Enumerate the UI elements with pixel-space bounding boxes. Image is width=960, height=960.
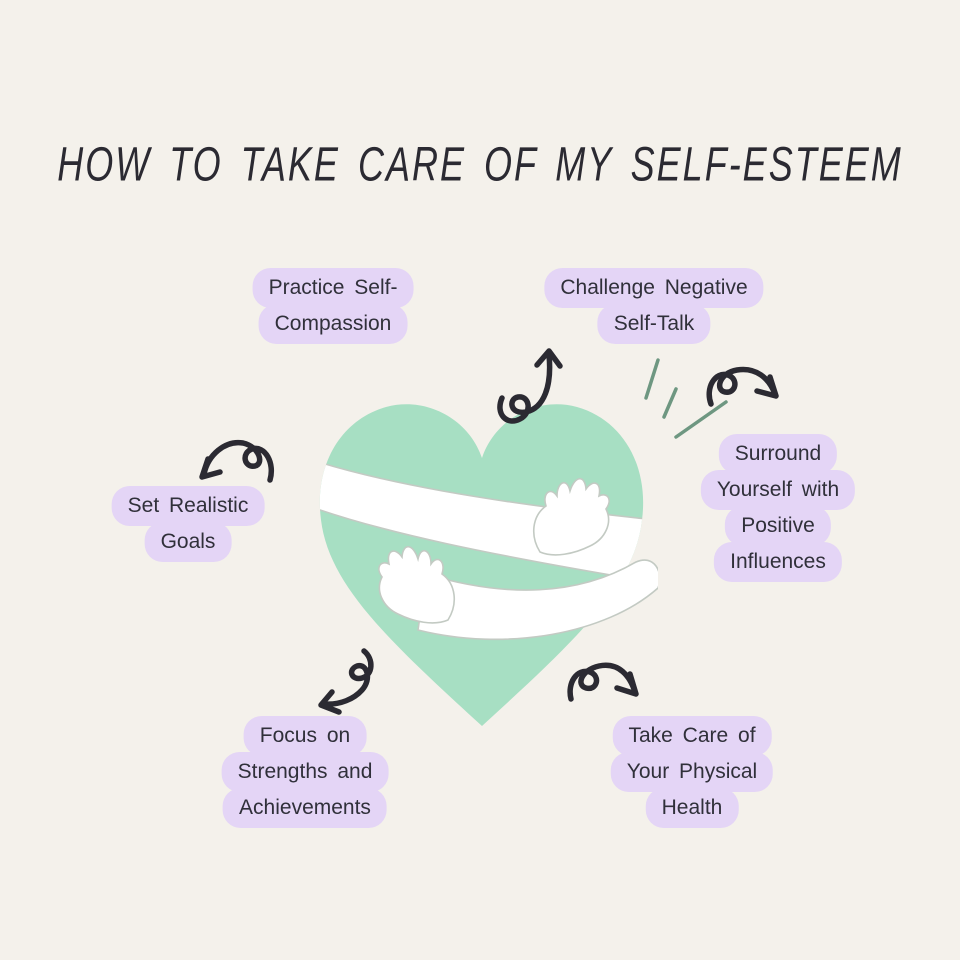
- doodle-arrow-bottom-left-icon: [318, 648, 374, 715]
- doodle-arrow-left-icon: [199, 439, 274, 483]
- tip-line: Health: [645, 788, 739, 828]
- tip-line: Influences: [714, 542, 842, 582]
- sparkle-lines-icon: [644, 358, 728, 439]
- tip-surround-positive-influences: Surround Yourself with Positive Influenc…: [700, 434, 856, 582]
- tip-line: Goals: [144, 522, 232, 562]
- tip-set-realistic-goals: Set Realistic Goals: [111, 486, 265, 562]
- heart-hug-illustration: [319, 404, 658, 726]
- tip-practice-self-compassion: Practice Self- Compassion: [252, 268, 414, 344]
- page-title: How to Take Care of My Self-Esteem: [57, 136, 903, 192]
- tip-line: Practice Self-: [252, 268, 414, 308]
- doodle-arrow-top-right-icon: [706, 366, 779, 407]
- tip-line: Your Physical: [610, 752, 774, 792]
- tip-line: Achievements: [223, 788, 387, 828]
- left-hand: [378, 545, 455, 624]
- tip-line: Focus on: [243, 716, 367, 756]
- tip-line: Set Realistic: [111, 486, 265, 526]
- tip-line: Compassion: [258, 304, 408, 344]
- tip-focus-strengths-achievements: Focus on Strengths and Achievements: [221, 716, 389, 828]
- doodle-arrow-up-icon: [497, 348, 563, 424]
- lower-arm: [417, 559, 658, 641]
- tip-line: Surround: [718, 434, 838, 474]
- tip-line: Yourself with: [700, 470, 856, 510]
- tip-line: Challenge Negative: [544, 268, 764, 308]
- doodle-arrow-bottom-right-icon: [567, 662, 639, 702]
- right-hand: [533, 477, 610, 556]
- tip-line: Take Care of: [612, 716, 772, 756]
- tip-line: Self-Talk: [597, 304, 711, 344]
- tip-line: Positive: [725, 506, 831, 546]
- tip-challenge-negative-self-talk: Challenge Negative Self-Talk: [544, 268, 764, 344]
- tip-take-care-physical-health: Take Care of Your Physical Health: [610, 716, 774, 828]
- tip-line: Strengths and: [221, 752, 389, 792]
